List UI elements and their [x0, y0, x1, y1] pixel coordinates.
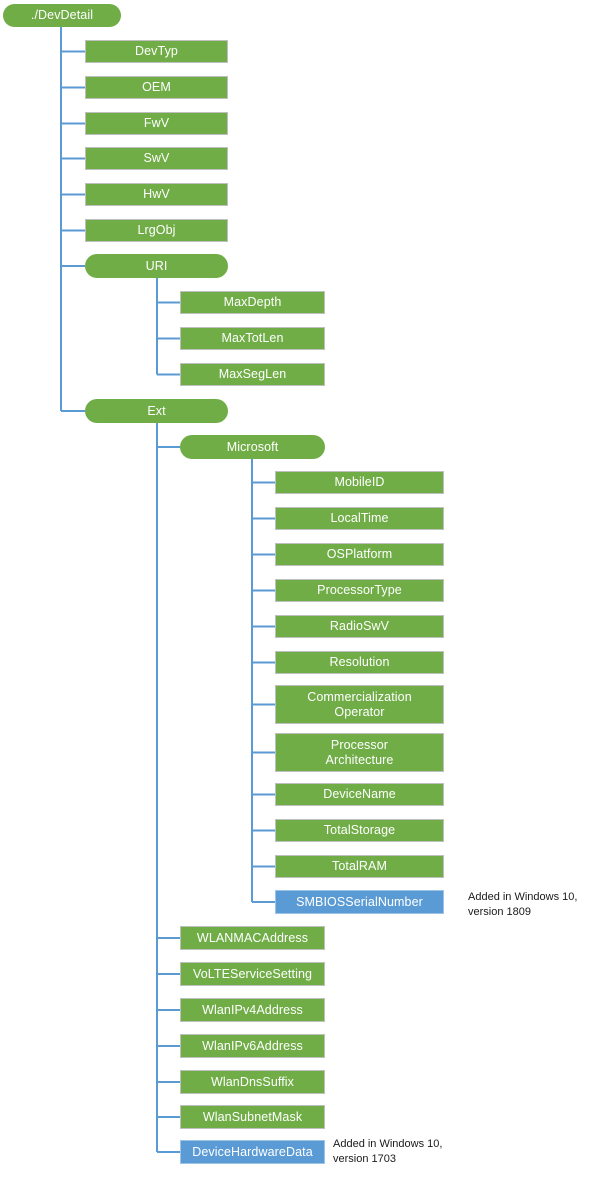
node-maxtotlen[interactable]: MaxTotLen	[180, 327, 325, 350]
node-commercialization-operator[interactable]: Commercialization Operator	[275, 685, 444, 724]
node-radioswv[interactable]: RadioSwV	[275, 615, 444, 638]
node-processor-architecture[interactable]: Processor Architecture	[275, 733, 444, 772]
node-uri[interactable]: URI	[85, 254, 228, 278]
node-localtime[interactable]: LocalTime	[275, 507, 444, 530]
node-root-devdetail[interactable]: ./DevDetail	[3, 4, 121, 27]
node-maxdepth[interactable]: MaxDepth	[180, 291, 325, 314]
node-microsoft[interactable]: Microsoft	[180, 435, 325, 459]
node-mobileid[interactable]: MobileID	[275, 471, 444, 494]
node-wlanipv6address[interactable]: WlanIPv6Address	[180, 1034, 325, 1058]
node-ext[interactable]: Ext	[85, 399, 228, 423]
annotation-smbiosserialnumber: Added in Windows 10, version 1809	[468, 891, 578, 918]
node-wlanmacaddress[interactable]: WLANMACAddress	[180, 926, 325, 950]
node-devicename[interactable]: DeviceName	[275, 783, 444, 806]
node-totalstorage[interactable]: TotalStorage	[275, 819, 444, 842]
node-maxseglen[interactable]: MaxSegLen	[180, 363, 325, 386]
node-swv[interactable]: SwV	[85, 147, 228, 170]
node-hwv[interactable]: HwV	[85, 183, 228, 206]
node-wlandnssuffix[interactable]: WlanDnsSuffix	[180, 1070, 325, 1094]
node-processortype[interactable]: ProcessorType	[275, 579, 444, 602]
node-osplatform[interactable]: OSPlatform	[275, 543, 444, 566]
node-totalram[interactable]: TotalRAM	[275, 855, 444, 878]
node-smbiosserialnumber[interactable]: SMBIOSSerialNumber	[275, 890, 444, 914]
node-fwv[interactable]: FwV	[85, 112, 228, 135]
annotation-devicehardwaredata: Added in Windows 10, version 1703	[333, 1138, 443, 1165]
node-devicehardwaredata[interactable]: DeviceHardwareData	[180, 1140, 325, 1164]
node-devtyp[interactable]: DevTyp	[85, 40, 228, 63]
node-wlansubnetmask[interactable]: WlanSubnetMask	[180, 1105, 325, 1129]
node-wlanipv4address[interactable]: WlanIPv4Address	[180, 998, 325, 1022]
node-lrgobj[interactable]: LrgObj	[85, 219, 228, 242]
node-resolution[interactable]: Resolution	[275, 651, 444, 674]
node-oem[interactable]: OEM	[85, 76, 228, 99]
node-volteservicesetting[interactable]: VoLTEServiceSetting	[180, 962, 325, 986]
